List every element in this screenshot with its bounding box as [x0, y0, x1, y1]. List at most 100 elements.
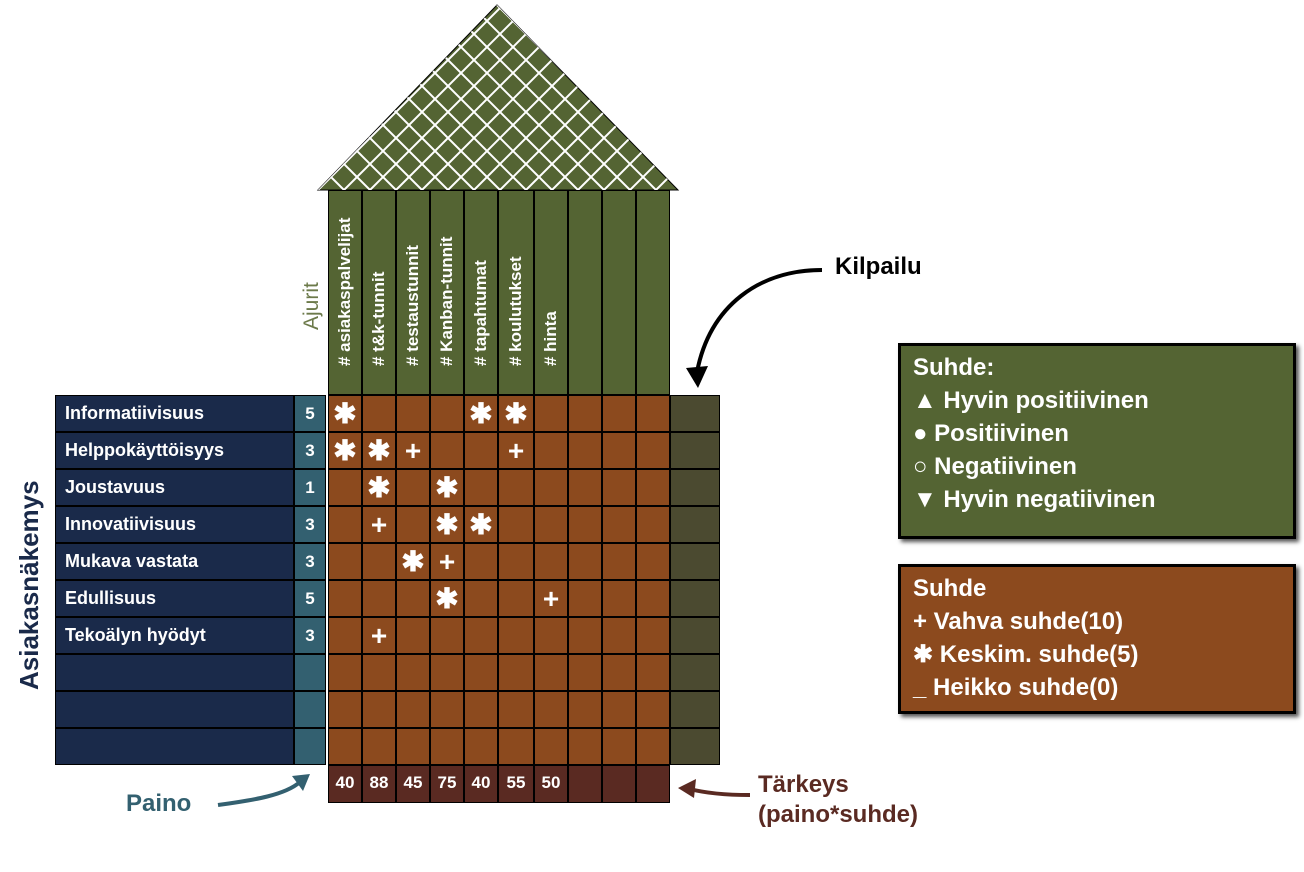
roof-lattice-line — [872, 0, 1072, 190]
competition-cell — [670, 432, 720, 469]
roof-lattice-line — [629, 5, 678, 190]
roof-lattice-line — [682, 0, 882, 190]
relationship-cell — [396, 654, 430, 691]
relationship-cell — [396, 395, 430, 432]
requirement-cell: Innovatiivisuus — [55, 506, 294, 543]
weight-cell: 3 — [294, 506, 326, 543]
competition-cell — [670, 691, 720, 728]
competition-arrowhead — [686, 366, 708, 388]
roof-lattice-line — [6, 0, 206, 190]
relationship-cell: + — [362, 506, 396, 543]
relationship-cell: ✱ — [362, 432, 396, 469]
competition-cell — [670, 580, 720, 617]
relationship-cell — [464, 432, 498, 469]
roof-lattice-line — [455, 5, 657, 190]
relationship-cell — [396, 728, 430, 765]
relationship-cell — [362, 654, 396, 691]
relationship-cell — [498, 691, 534, 728]
relationship-cell — [464, 543, 498, 580]
weight-cell — [294, 691, 326, 728]
relationship-cell — [568, 691, 602, 728]
relationship-cell: + — [362, 617, 396, 654]
roof-lattice-line — [898, 0, 1098, 190]
driver-label: # asiakaspalvelijat — [335, 217, 354, 366]
roof-lattice-line — [110, 0, 310, 190]
relationship-cell: ✱ — [396, 543, 430, 580]
relationship-cell — [498, 543, 534, 580]
roof-lattice-line — [1028, 0, 1228, 190]
strength-legend-item: + Vahva suhde(10) — [913, 608, 1124, 635]
relationship-cell — [396, 617, 430, 654]
roof-lattice-line — [1054, 0, 1254, 190]
roof-lattice-line — [0, 0, 84, 190]
importance-cell: 45 — [396, 765, 430, 803]
customer-view-label: Asiakasnäkemys — [14, 480, 44, 690]
relationship-cell — [636, 654, 670, 691]
weight-cell: 3 — [294, 617, 326, 654]
roof-lattice-line — [760, 0, 960, 190]
roof-lattice-line — [0, 0, 128, 190]
roof-lattice-line — [0, 0, 102, 190]
relationship-cell — [602, 432, 636, 469]
relationship-cell: ✱ — [430, 469, 464, 506]
relationship-cell — [328, 469, 362, 506]
importance-cell: 40 — [464, 765, 498, 803]
relationship-legend-item: ○ Negatiivinen — [913, 453, 1077, 480]
driver-column-header: # tapahtumat — [464, 190, 498, 395]
driver-column-header: # hinta — [534, 190, 568, 395]
roof-lattice-line — [1228, 0, 1304, 190]
relationship-cell — [568, 543, 602, 580]
relationship-cell — [464, 654, 498, 691]
requirement-cell — [55, 728, 294, 765]
relationship-cell — [498, 728, 534, 765]
roof-lattice-line — [916, 0, 1116, 190]
relationship-cell — [602, 506, 636, 543]
relationship-cell — [568, 395, 602, 432]
requirement-cell: Mukava vastata — [55, 543, 294, 580]
competition-cell — [670, 469, 720, 506]
roof-lattice-line — [1150, 0, 1304, 190]
relationship-cell: ✱ — [498, 395, 534, 432]
relationship-cell — [430, 395, 464, 432]
relationship-cell: ✱ — [362, 469, 396, 506]
relationship-cell — [362, 395, 396, 432]
roof-lattice-line — [838, 0, 1038, 190]
relationship-cell — [568, 506, 602, 543]
roof-lattice-line — [708, 0, 908, 190]
relationship-cell — [362, 580, 396, 617]
roof-lattice-line — [1002, 0, 1202, 190]
relationship-cell — [636, 580, 670, 617]
roof-lattice-line — [976, 0, 1176, 190]
roof-lattice-line — [0, 0, 136, 190]
relationship-cell — [534, 543, 568, 580]
relationship-cell: ✱ — [328, 432, 362, 469]
relationship-cell — [328, 543, 362, 580]
roof-lattice-line — [812, 0, 1012, 190]
importance-cell: 55 — [498, 765, 534, 803]
relationship-cell — [636, 691, 670, 728]
driver-label: # t&k-tunnit — [369, 271, 388, 366]
competition-cell — [670, 617, 720, 654]
strength-legend-item: ✱ Keskim. suhde(5) — [913, 641, 1139, 668]
roof-lattice-line — [820, 0, 1020, 190]
roof-lattice-line — [950, 0, 1150, 190]
relationship-cell — [568, 654, 602, 691]
roof-lattice-line — [14, 0, 214, 190]
relationship-cell — [636, 469, 670, 506]
relationship-cell — [534, 691, 568, 728]
relationship-cell — [602, 469, 636, 506]
roof-lattice-line — [1106, 0, 1304, 190]
roof-lattice-line — [890, 0, 1090, 190]
roof-lattice-line — [0, 0, 6, 190]
relationship-cell — [602, 728, 636, 765]
roof-lattice-line — [92, 0, 292, 190]
relationship-cell — [534, 469, 568, 506]
relationship-cell — [602, 395, 636, 432]
roof-lattice-line — [318, 5, 337, 190]
roof-lattice-line — [1158, 0, 1304, 190]
roof-lattice-line — [1080, 0, 1280, 190]
weight-label: Paino — [126, 790, 192, 817]
relationship-cell — [430, 728, 464, 765]
relationship-cell — [328, 691, 362, 728]
